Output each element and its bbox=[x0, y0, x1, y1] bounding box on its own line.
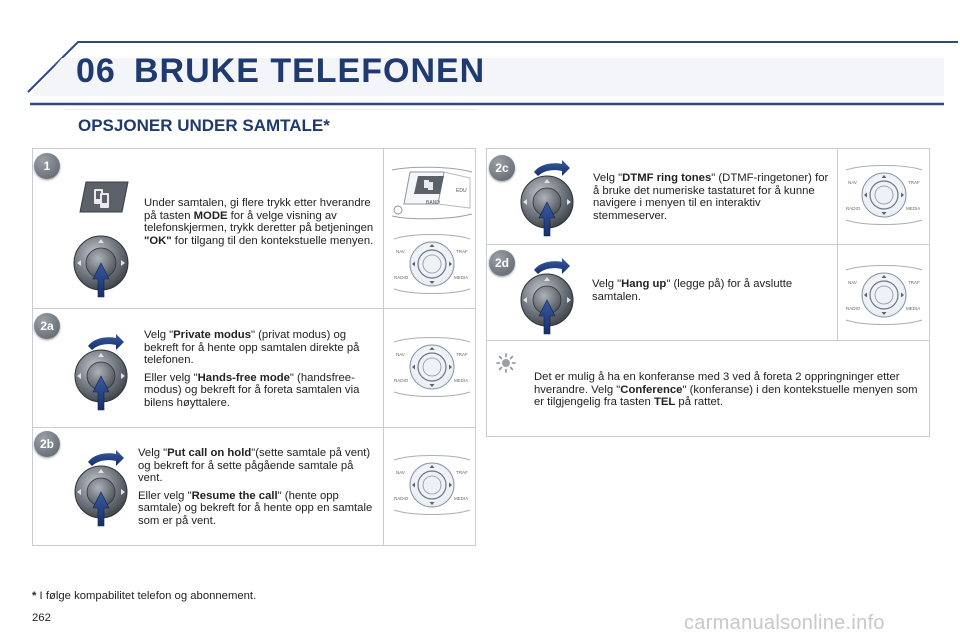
step-2c-text: Velg "DTMF ring tones" (DTMF-ringetoner)… bbox=[593, 172, 829, 222]
header-graphic bbox=[27, 41, 958, 110]
step-2d-text: Velg "Hang up" (legge på) for å avslutte… bbox=[592, 278, 793, 303]
lightbulb-icon bbox=[496, 353, 516, 373]
media-label: MEDIA bbox=[454, 378, 468, 383]
nav-label: NAV bbox=[396, 352, 405, 357]
footnote: * I følge kompabilitet telefon og abonne… bbox=[32, 590, 257, 602]
steering-pad-icon: NAV TRAF RADIO MEDIA bbox=[393, 455, 471, 515]
media-label: MEDIA bbox=[454, 496, 468, 501]
media-label: MEDIA bbox=[454, 275, 468, 280]
chapter-number: 06 bbox=[76, 52, 116, 90]
traf-label: TRAF bbox=[908, 280, 920, 285]
band-label: BAND bbox=[426, 200, 440, 206]
ok-knob-icon bbox=[73, 235, 129, 298]
steering-pad-icon: NAV TRAF RADIO MEDIA bbox=[845, 265, 923, 325]
divider bbox=[32, 427, 476, 428]
radio-panel-icon: BAND EDU bbox=[391, 166, 473, 220]
rotate-press-knob-icon bbox=[520, 160, 574, 237]
divider bbox=[486, 340, 930, 341]
nav-label: NAV bbox=[396, 249, 405, 254]
radio-label: RADIO bbox=[846, 206, 861, 211]
mode-button-icon bbox=[79, 181, 129, 213]
media-label: MEDIA bbox=[906, 306, 920, 311]
traf-label: TRAF bbox=[456, 352, 468, 357]
steering-pad-icon: NAV TRAF RADIO MEDIA bbox=[845, 165, 923, 225]
edu-label: EDU bbox=[456, 188, 467, 194]
step-1-text: Under samtalen, gi flere trykk etter hve… bbox=[144, 197, 374, 247]
traf-label: TRAF bbox=[456, 249, 468, 254]
divider bbox=[383, 148, 384, 546]
steering-pad-icon: NAV TRAF RADIO MEDIA bbox=[393, 337, 471, 397]
watermark: carmanualsonline.info bbox=[684, 612, 885, 634]
divider bbox=[837, 148, 838, 340]
section-title: OPSJONER UNDER SAMTALE* bbox=[78, 116, 330, 135]
radio-label: RADIO bbox=[394, 496, 409, 501]
step-badge-2c: 2c bbox=[489, 155, 515, 181]
media-label: MEDIA bbox=[906, 206, 920, 211]
radio-label: RADIO bbox=[846, 306, 861, 311]
rotate-press-knob-icon bbox=[520, 258, 574, 335]
radio-label: RADIO bbox=[394, 378, 409, 383]
divider bbox=[32, 308, 476, 309]
traf-label: TRAF bbox=[908, 180, 920, 185]
step-badge-1: 1 bbox=[34, 153, 60, 179]
divider bbox=[486, 244, 930, 245]
radio-label: RADIO bbox=[394, 275, 409, 280]
conference-tip-text: Det er mulig å ha en konferanse med 3 ve… bbox=[534, 371, 918, 409]
step-2b-text: Velg "Put call on hold"(sette samtale på… bbox=[138, 447, 373, 527]
nav-label: NAV bbox=[848, 280, 857, 285]
rotate-press-knob-icon bbox=[74, 334, 128, 411]
steering-pad-icon: NAV TRAF RADIO MEDIA bbox=[393, 234, 471, 294]
nav-label: NAV bbox=[848, 180, 857, 185]
step-badge-2a: 2a bbox=[34, 313, 60, 339]
step-badge-2b: 2b bbox=[34, 431, 60, 457]
traf-label: TRAF bbox=[456, 470, 468, 475]
page-number: 262 bbox=[32, 612, 51, 624]
nav-label: NAV bbox=[396, 470, 405, 475]
step-2a-text: Velg "Private modus" (privat modus) og b… bbox=[144, 329, 360, 409]
rotate-press-knob-icon bbox=[74, 450, 128, 527]
step-badge-2d: 2d bbox=[489, 250, 515, 276]
chapter-title: BRUKE TELEFONEN bbox=[134, 52, 486, 90]
